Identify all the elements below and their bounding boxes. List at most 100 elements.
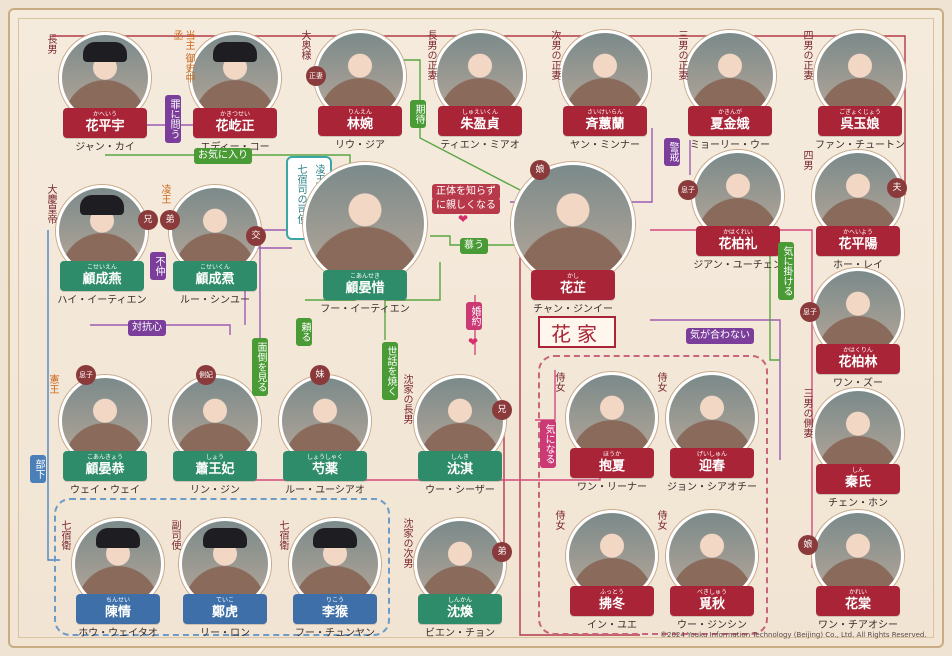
relation-tag: 面倒を見る bbox=[252, 338, 268, 396]
relation-tag: 対抗心 bbox=[128, 320, 166, 336]
person-shin-shi[interactable]: しん秦氏 チェン・ホン bbox=[808, 388, 908, 511]
person-ko-ankyo[interactable]: こあんきょう顧晏恭 ウェイ・ウェイ bbox=[55, 375, 155, 498]
relation-badge: 夫 bbox=[887, 178, 907, 198]
actor-name: ティエン・ミアオ bbox=[440, 140, 520, 151]
relation-tag: 気が合わない bbox=[686, 328, 754, 344]
person-gei-shun[interactable]: げいしゅん迎春 ジョン・シアオチー bbox=[662, 372, 762, 495]
name-plate: こあんせき顧晏惜 bbox=[323, 270, 407, 300]
name-plate: ふっとう拂冬 bbox=[570, 586, 654, 616]
person-chin-sei[interactable]: ちんせい陳情 ホウ・ウェイタオ bbox=[68, 518, 168, 641]
actor-name: イン・ユエ bbox=[587, 620, 637, 631]
relation-badge: 娘 bbox=[530, 160, 550, 180]
person-ka-heiyo[interactable]: かへいよう花平陽 ホー・レイ bbox=[808, 150, 908, 273]
portrait bbox=[511, 162, 635, 286]
person-futtou[interactable]: ふっとう拂冬 イン・ユエ bbox=[562, 510, 662, 633]
person-shin-kan[interactable]: しんかん沈煥 ビエン・チョン bbox=[410, 518, 510, 641]
bubble-line-2: 七宿司の司使 bbox=[295, 164, 306, 224]
name-plate: げいしゅん迎春 bbox=[670, 448, 754, 478]
person-shu-eikun[interactable]: しゅえいくん朱盈貞 ティエン・ミアオ bbox=[430, 30, 530, 153]
person-ka-heiu[interactable]: かへいう花平宇 ジャン・カイ bbox=[55, 32, 155, 155]
person-sho-shou[interactable]: しょうしゃく芍薬 ルー・ユーシアオ bbox=[275, 375, 375, 498]
role-sai-keiran: 次男の正妻 bbox=[549, 30, 560, 80]
line-dislike bbox=[650, 319, 781, 460]
person-hou-ka[interactable]: ほうか抱夏 ワン・リーナー bbox=[562, 372, 662, 495]
actor-name: ハイ・イーティエン bbox=[57, 295, 147, 306]
person-go-gyokujo[interactable]: ごぎょくじょう呉玉娘 ファン・チュートン bbox=[810, 30, 910, 153]
actor-name: ワン・リーナー bbox=[577, 482, 647, 493]
person-ka-shi[interactable]: かし花芷 チャン・ジンイー bbox=[508, 162, 638, 317]
role-shin-ki: 沈家の長男 bbox=[401, 374, 412, 424]
person-rin-en[interactable]: りんえん林婉 リウ・ジア bbox=[310, 30, 410, 153]
name-plate: こせいえん顧成燕 bbox=[60, 261, 144, 291]
relation-badge: 妹 bbox=[310, 365, 330, 385]
name-plate: かきんが夏金娥 bbox=[688, 106, 772, 136]
actor-name: ホー・レイ bbox=[833, 260, 883, 271]
name-plate: しょうしゃく芍薬 bbox=[283, 451, 367, 481]
name-plate: しんき沈淇 bbox=[418, 451, 502, 481]
actor-name: ホウ・ウェイタオ bbox=[78, 628, 158, 639]
portrait bbox=[56, 185, 148, 277]
person-beki-shu[interactable]: べきしゅう覓秋 ウー・ジンシン bbox=[662, 510, 762, 633]
name-plate: かはくりん花柏林 bbox=[816, 344, 900, 374]
relation-tag: に親しくなる bbox=[432, 198, 500, 214]
actor-name: ウー・シーザー bbox=[425, 485, 495, 496]
person-ko-anseki[interactable]: こあんせき顧晏惜 フー・イーティエン bbox=[300, 162, 430, 317]
role-ka-kitsusei: 当主 御史中丞 bbox=[171, 30, 194, 84]
actor-name: エディー・コー bbox=[185, 141, 285, 155]
role-gei-shun: 侍女 bbox=[655, 372, 666, 392]
copyright-text: ©2024 Youku Information Technology (Beij… bbox=[660, 631, 927, 639]
name-plate: しんかん沈煥 bbox=[418, 594, 502, 624]
relation-badge: 兄 bbox=[492, 400, 512, 420]
heart-icon: ❤ bbox=[458, 212, 469, 226]
actor-name: ビエン・チョン bbox=[425, 628, 495, 639]
person-sai-keiran[interactable]: さいけいらん斉蕙蘭 ヤン・ミンナー bbox=[555, 30, 655, 153]
person-ri-kan[interactable]: りこう李猴 フー・チュンヤン bbox=[285, 518, 385, 641]
line-care bbox=[384, 262, 441, 340]
role-ka-kinga: 三男の正妻 bbox=[676, 30, 687, 80]
person-ko-seien[interactable]: こせいえん顧成燕 ハイ・イーティエン bbox=[52, 185, 152, 308]
person-ka-hakurin[interactable]: かはくりん花柏林 ワン・ズー bbox=[808, 268, 908, 391]
person-sho-ouki[interactable]: しょう蕭王妃 リン・ジン bbox=[165, 375, 265, 498]
name-plate: ていこ鄭虎 bbox=[183, 594, 267, 624]
role-go-gyokujo: 四男の正妻 bbox=[801, 30, 812, 80]
actor-name: チェン・ホン bbox=[828, 498, 888, 509]
portrait bbox=[812, 388, 904, 480]
relation-badge: 息子 bbox=[678, 180, 698, 200]
portrait bbox=[303, 162, 427, 286]
person-tei-ko[interactable]: ていこ鄭虎 リー・ロン bbox=[175, 518, 275, 641]
role-ko-seikun: 凌王 bbox=[159, 184, 170, 204]
name-plate: こあんきょう顧晏恭 bbox=[63, 451, 147, 481]
actor-name: ルー・シンユー bbox=[180, 295, 250, 306]
actor-name: ワン・チアオシー bbox=[818, 620, 898, 631]
line-red-middle bbox=[519, 240, 640, 636]
relation-badge: 息子 bbox=[800, 302, 820, 322]
name-plate: しん秦氏 bbox=[816, 464, 900, 494]
person-ka-kinga[interactable]: かきんが夏金娥 ミョーリー・ウー bbox=[680, 30, 780, 153]
role-ka-heiu: 長男 bbox=[45, 34, 56, 54]
relation-tag: 気になる bbox=[540, 420, 556, 468]
name-plate: かし花芷 bbox=[531, 270, 615, 300]
name-plate: さいけいらん斉蕙蘭 bbox=[563, 106, 647, 136]
actor-name: リウ・ジア bbox=[335, 140, 385, 151]
person-ko-seikun[interactable]: こせいくん顧成焄 ルー・シンユー bbox=[165, 185, 265, 308]
person-shin-ki[interactable]: しんき沈淇 ウー・シーザー bbox=[410, 375, 510, 498]
actor-name: ジアン・ユーチェン bbox=[693, 260, 783, 271]
relation-tag: 慕う bbox=[460, 238, 488, 254]
actor-name: ウェイ・ウェイ bbox=[70, 485, 140, 496]
role-shu-eikun: 長男の正妻 bbox=[425, 30, 436, 80]
portrait bbox=[169, 185, 261, 277]
role-shin-kan: 沈家の次男 bbox=[401, 518, 412, 568]
role-futtou: 侍女 bbox=[553, 510, 564, 530]
name-plate: かへいう花平宇 bbox=[63, 108, 147, 138]
name-plate: しょう蕭王妃 bbox=[173, 451, 257, 481]
relation-tag: 警戒 bbox=[664, 138, 680, 166]
actor-name: ジャン・カイ bbox=[75, 142, 135, 153]
role-shin-shi: 三男の側妻 bbox=[801, 388, 812, 438]
person-ka-hakurei[interactable]: かはくれい花柏礼 ジアン・ユーチェン bbox=[688, 150, 788, 273]
name-plate: べきしゅう覓秋 bbox=[670, 586, 754, 616]
person-ka-tou[interactable]: かれい花棠 ワン・チアオシー bbox=[808, 510, 908, 633]
actor-name: ワン・ズー bbox=[833, 378, 883, 389]
role-ko-ankyo: 憲王 bbox=[47, 374, 58, 394]
